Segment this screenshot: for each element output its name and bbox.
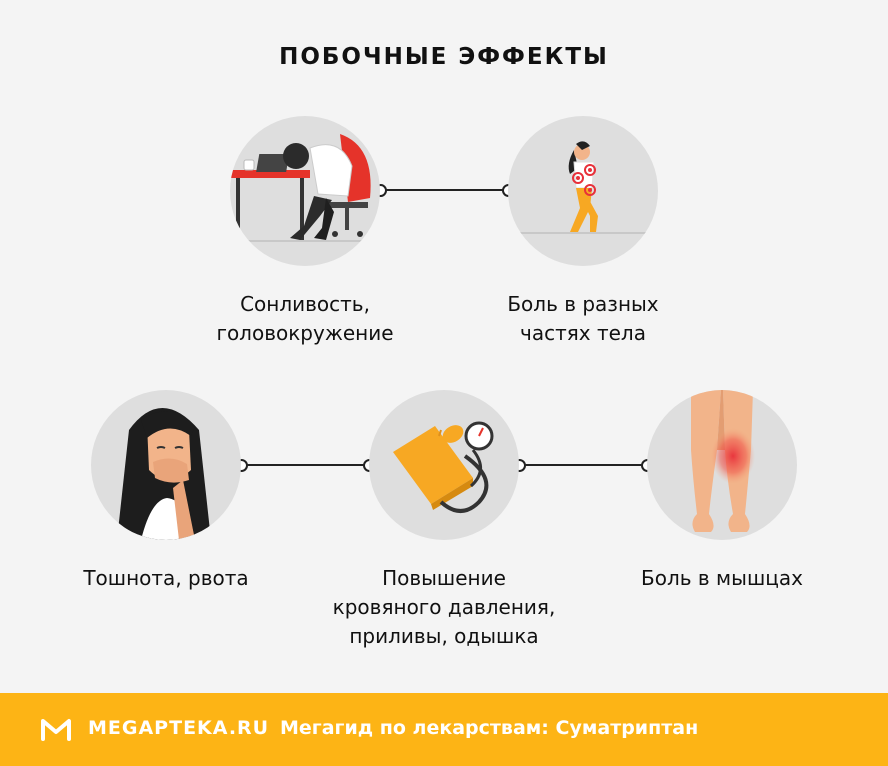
pressure-label: Повышение кровяного давления, приливы, о… (332, 566, 556, 648)
connector-row2-left (241, 464, 369, 466)
drowsiness-illustration (230, 116, 380, 266)
brand-name[interactable]: MEGAPTEKA.RU (88, 717, 270, 739)
muscle-pain-illustration (647, 390, 797, 540)
body-pain-label: Боль в разных частях тела (507, 292, 659, 345)
connector-row2-right (519, 464, 647, 466)
blood-pressure-illustration (369, 390, 519, 540)
megapteka-logo-icon[interactable] (40, 716, 72, 742)
page-title: ПОБОЧНЫЕ ЭФФЕКТЫ (279, 44, 609, 70)
nausea-label: Тошнота, рвота (83, 566, 249, 590)
muscle-pain-label: Боль в мышцах (641, 566, 803, 590)
footer-tagline: Мегагид по лекарствам: Суматриптан (280, 717, 699, 739)
footer-bar: MEGAPTEKA.RU Мегагид по лекарствам: Сума… (0, 693, 888, 766)
connector-row1 (380, 189, 508, 191)
drowsiness-label: Сонливость, головокружение (216, 292, 394, 345)
nausea-illustration (91, 390, 241, 540)
body-pain-illustration (508, 116, 658, 266)
